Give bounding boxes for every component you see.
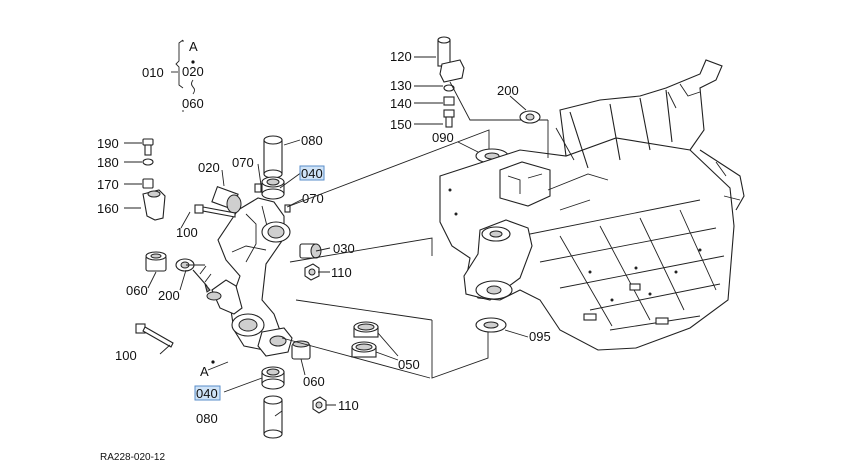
bolt-190 — [142, 138, 154, 156]
drawing-code: RA228-020-12 — [100, 452, 165, 463]
callout-090[interactable]: 090 — [432, 130, 454, 145]
callout-110-lower[interactable]: 110 — [338, 398, 359, 413]
callout-060-lower[interactable]: 060 — [303, 374, 325, 389]
callout-060-left[interactable]: 060 — [126, 283, 148, 298]
washer-095 — [475, 317, 507, 333]
callout-130[interactable]: 130 — [390, 78, 412, 93]
callout-150[interactable]: 150 — [390, 117, 412, 132]
nut-170 — [142, 178, 154, 189]
bushing-040-lower — [261, 366, 285, 390]
callout-040-lower[interactable]: 040 — [196, 386, 218, 401]
nut-110-lower — [312, 396, 327, 414]
seal-050 — [351, 321, 379, 358]
callout-070-right[interactable]: 070 — [302, 191, 324, 206]
bushing-060-lower — [291, 340, 311, 360]
washer-200-left — [175, 258, 211, 293]
callout-190[interactable]: 190 — [97, 136, 119, 151]
machine-frame — [439, 59, 745, 351]
nut-140 — [443, 96, 455, 106]
callout-200-left[interactable]: 200 — [158, 288, 180, 303]
callout-080-lower[interactable]: 080 — [196, 411, 218, 426]
pin-080-lower — [263, 395, 283, 439]
callout-180[interactable]: 180 — [97, 155, 119, 170]
bolt-150 — [443, 109, 455, 128]
nut-110-upper — [304, 263, 320, 281]
callout-140[interactable]: 140 — [390, 96, 412, 111]
bracket-160 — [142, 189, 166, 221]
callout-A: A — [200, 364, 209, 379]
group-010-bracket — [171, 39, 195, 112]
pin-120 — [437, 36, 465, 83]
callout-100-upper[interactable]: 100 — [176, 225, 198, 240]
callout-170[interactable]: 170 — [97, 177, 119, 192]
callout-040-upper[interactable]: 040 — [301, 166, 323, 181]
callout-160[interactable]: 160 — [97, 201, 119, 216]
callout-060-header[interactable]: 060 — [182, 96, 204, 111]
washer-180 — [142, 158, 154, 166]
callout-200-right[interactable]: 200 — [497, 83, 519, 98]
washer-130 — [443, 84, 455, 92]
bushing-040-upper — [261, 176, 285, 200]
washer-200-right — [519, 110, 541, 124]
callout-110-upper[interactable]: 110 — [331, 265, 352, 280]
bolt-100-upper — [194, 204, 236, 218]
callout-010[interactable]: 010 — [142, 65, 164, 80]
callout-050[interactable]: 050 — [398, 357, 420, 372]
callout-020-header[interactable]: 020 — [182, 64, 204, 79]
grease-fitting-070 — [254, 183, 291, 213]
callout-020[interactable]: 020 — [198, 160, 220, 175]
bushing-060-left — [145, 251, 167, 272]
pin-080-upper — [263, 135, 283, 179]
bolt-100-lower — [135, 323, 174, 348]
frame-bolt-holes — [448, 188, 702, 302]
callout-070-upper[interactable]: 070 — [232, 155, 254, 170]
highlight-040-upper — [299, 165, 325, 181]
bushing-020 — [211, 186, 242, 214]
highlight-040-lower — [194, 385, 221, 401]
knuckle-assembly — [199, 197, 293, 357]
callout-100-lower[interactable]: 100 — [115, 348, 137, 363]
callout-080-upper[interactable]: 080 — [301, 133, 323, 148]
callout-120[interactable]: 120 — [390, 49, 412, 64]
callout-A-header: A — [189, 39, 198, 54]
callout-095[interactable]: 095 — [529, 329, 551, 344]
